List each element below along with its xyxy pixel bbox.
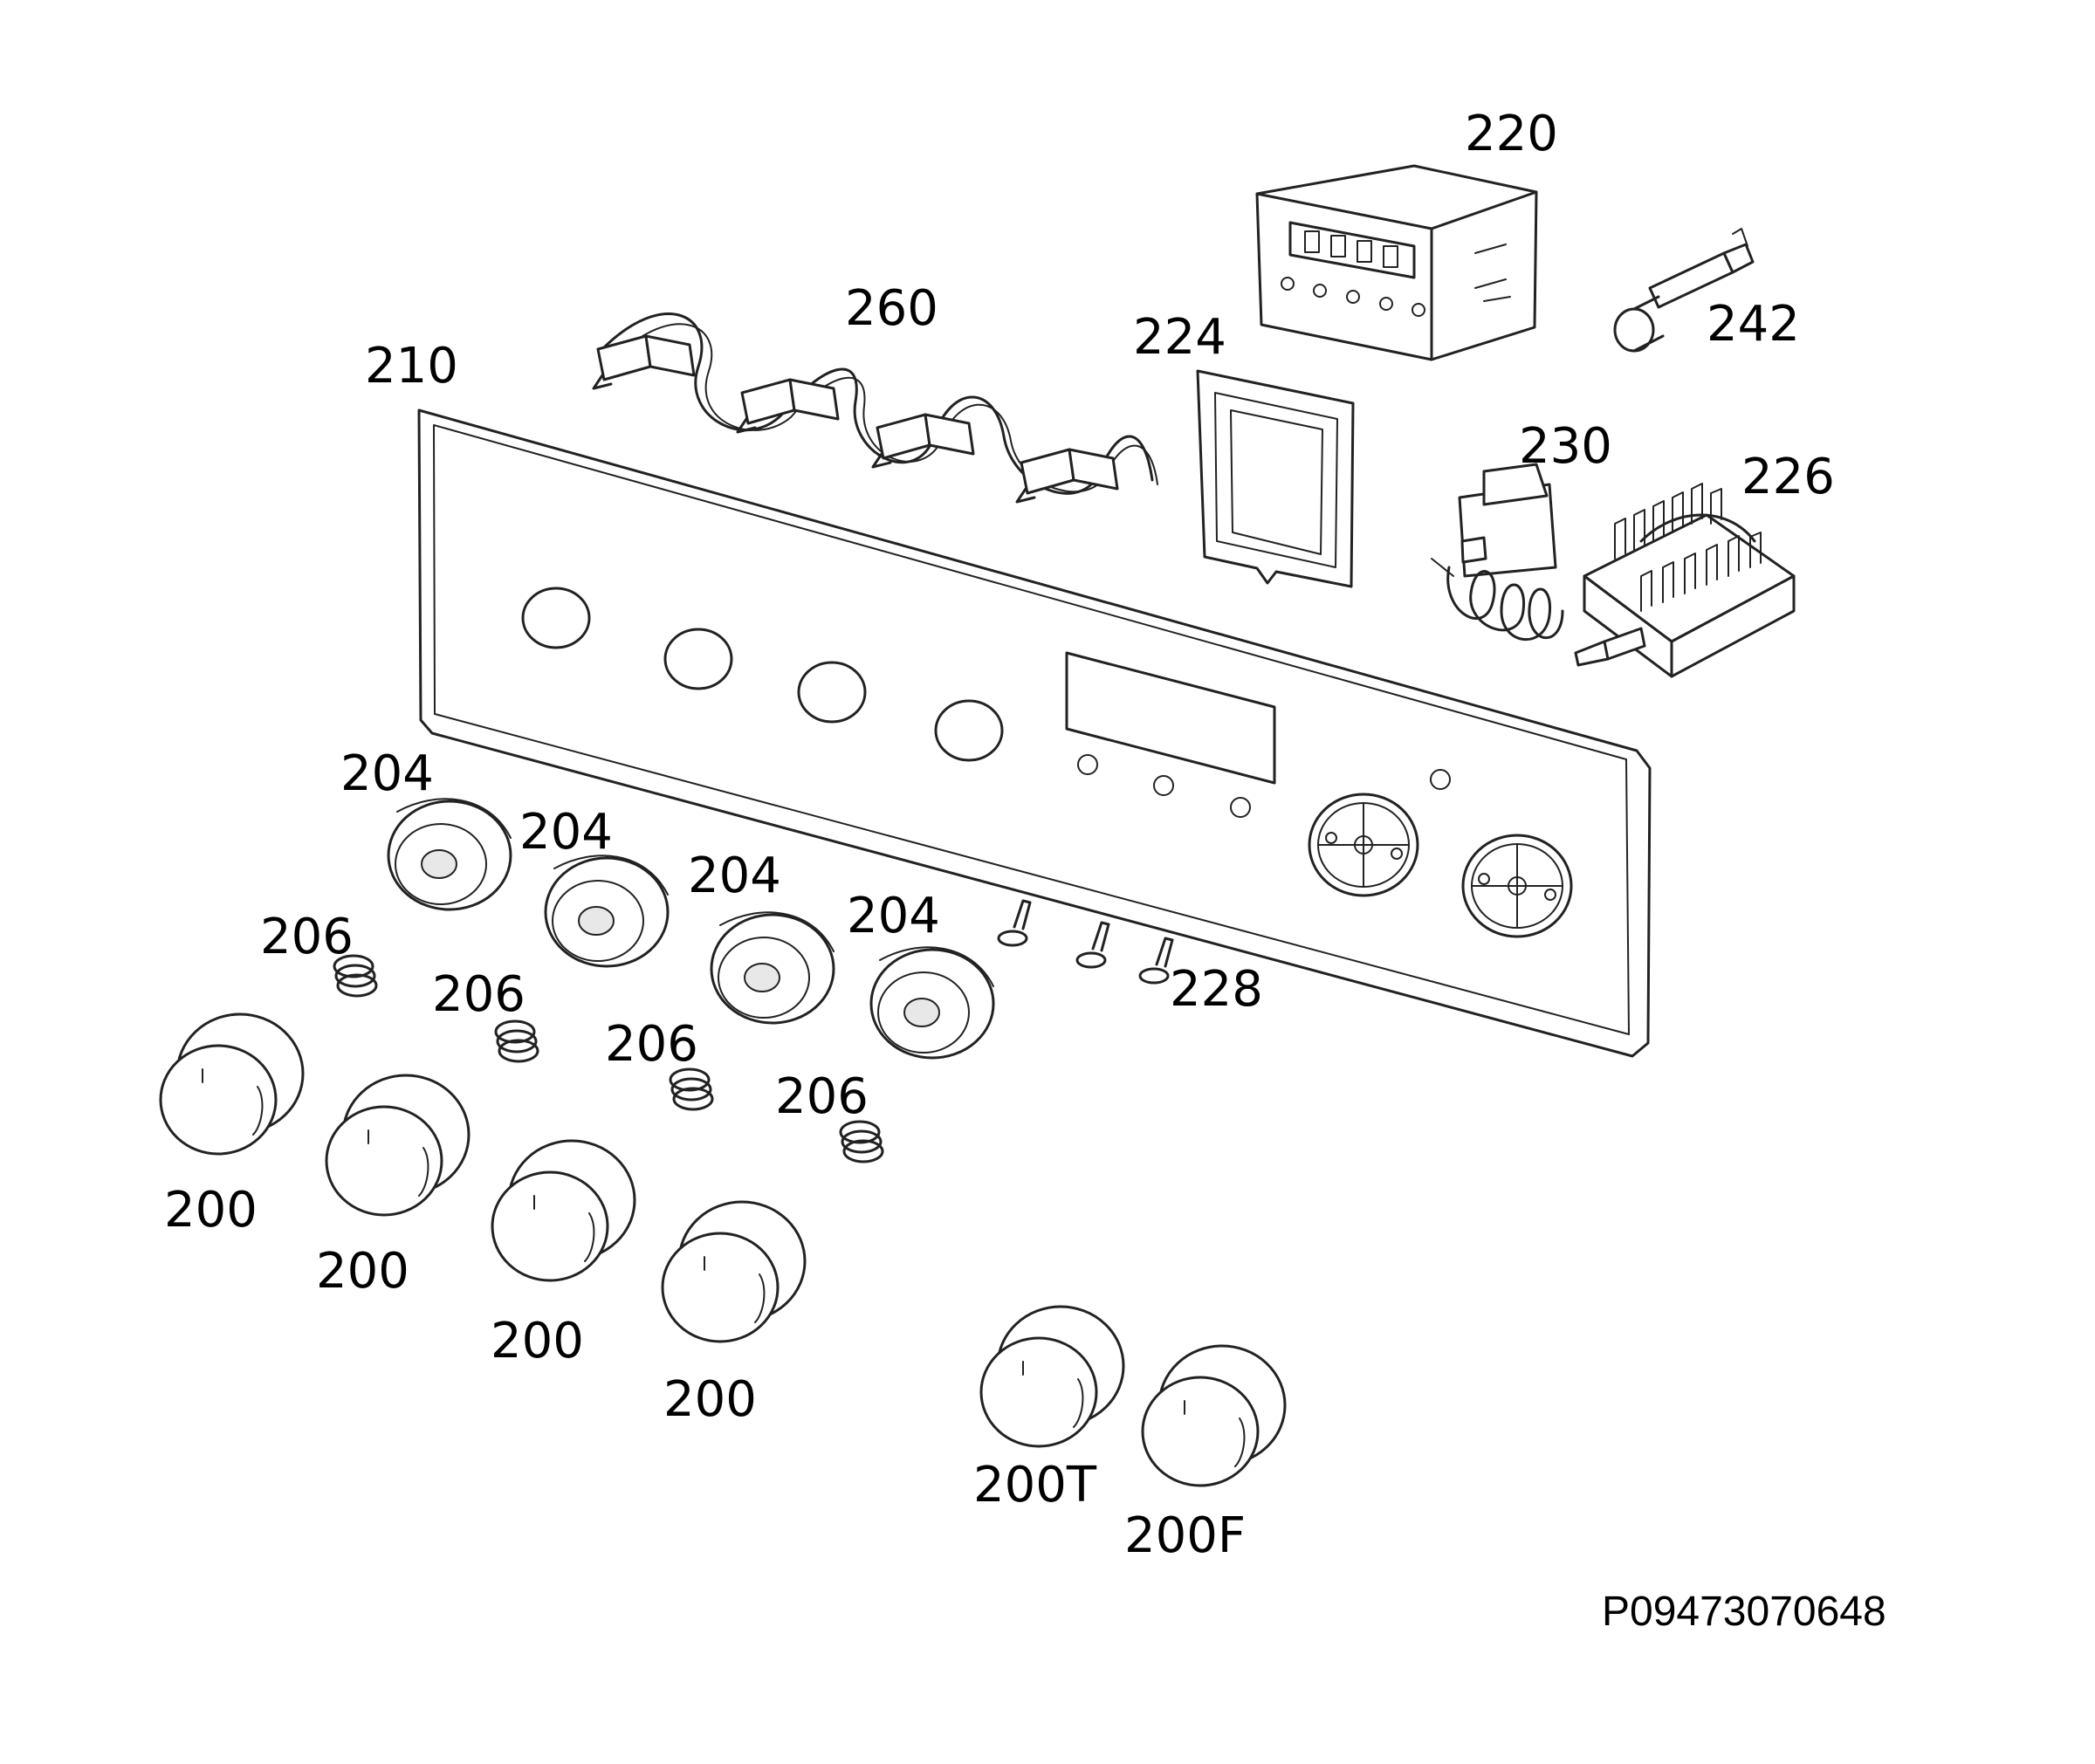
label-spring-3: 206 — [605, 1016, 698, 1073]
display-window — [1196, 369, 1355, 588]
label-knob-4: 200 — [663, 1371, 757, 1428]
label-screw: 228 — [1170, 961, 1263, 1018]
label-bezel-1: 204 — [340, 745, 434, 802]
display-module — [1255, 164, 1538, 361]
spring-2 — [494, 1019, 539, 1063]
label-knob-3: 200 — [491, 1313, 584, 1369]
bezel-1 — [387, 798, 512, 911]
label-spring-1: 206 — [260, 909, 354, 965]
reference-code: P09473070648 — [1602, 1589, 1886, 1635]
label-wire-harness: 260 — [845, 280, 938, 337]
label-selector-switch: 226 — [1741, 449, 1835, 505]
spring-4 — [839, 1120, 884, 1163]
control-panel — [417, 408, 1652, 1058]
knob-3 — [491, 1139, 636, 1282]
bezel-3 — [710, 911, 835, 1025]
knob-1 — [159, 1012, 305, 1156]
spring-3 — [669, 1067, 714, 1111]
label-bezel-2: 204 — [519, 804, 613, 861]
bezel-2 — [544, 855, 670, 968]
label-bezel-3: 204 — [688, 848, 781, 904]
screws — [997, 899, 1174, 985]
knob-4 — [661, 1200, 807, 1343]
label-thermostat: 230 — [1519, 418, 1612, 475]
label-spring-2: 206 — [432, 966, 525, 1023]
selector-switch — [1574, 483, 1796, 678]
knob-2 — [325, 1074, 471, 1217]
wire-harness — [592, 312, 1158, 504]
label-knob-thermostat: 200T — [973, 1457, 1097, 1513]
label-display-module: 220 — [1465, 106, 1558, 162]
label-igniter-switch: 242 — [1707, 296, 1800, 353]
rotary-hole-function — [1461, 834, 1573, 938]
label-knob-1: 200 — [164, 1182, 258, 1239]
igniter-switch — [1613, 228, 1755, 353]
label-control-panel: 210 — [365, 338, 458, 395]
spring-1 — [333, 954, 378, 998]
bezel-4 — [869, 946, 995, 1060]
knob-thermostat — [979, 1305, 1125, 1448]
knob-function — [1141, 1344, 1287, 1487]
thermostat — [1431, 463, 1564, 641]
label-knob-function: 200F — [1124, 1507, 1246, 1564]
rotary-hole-thermostat — [1308, 793, 1419, 897]
label-knob-2: 200 — [316, 1243, 409, 1300]
label-display-window: 224 — [1133, 309, 1226, 366]
label-bezel-4: 204 — [847, 888, 940, 944]
label-spring-4: 206 — [775, 1068, 869, 1125]
